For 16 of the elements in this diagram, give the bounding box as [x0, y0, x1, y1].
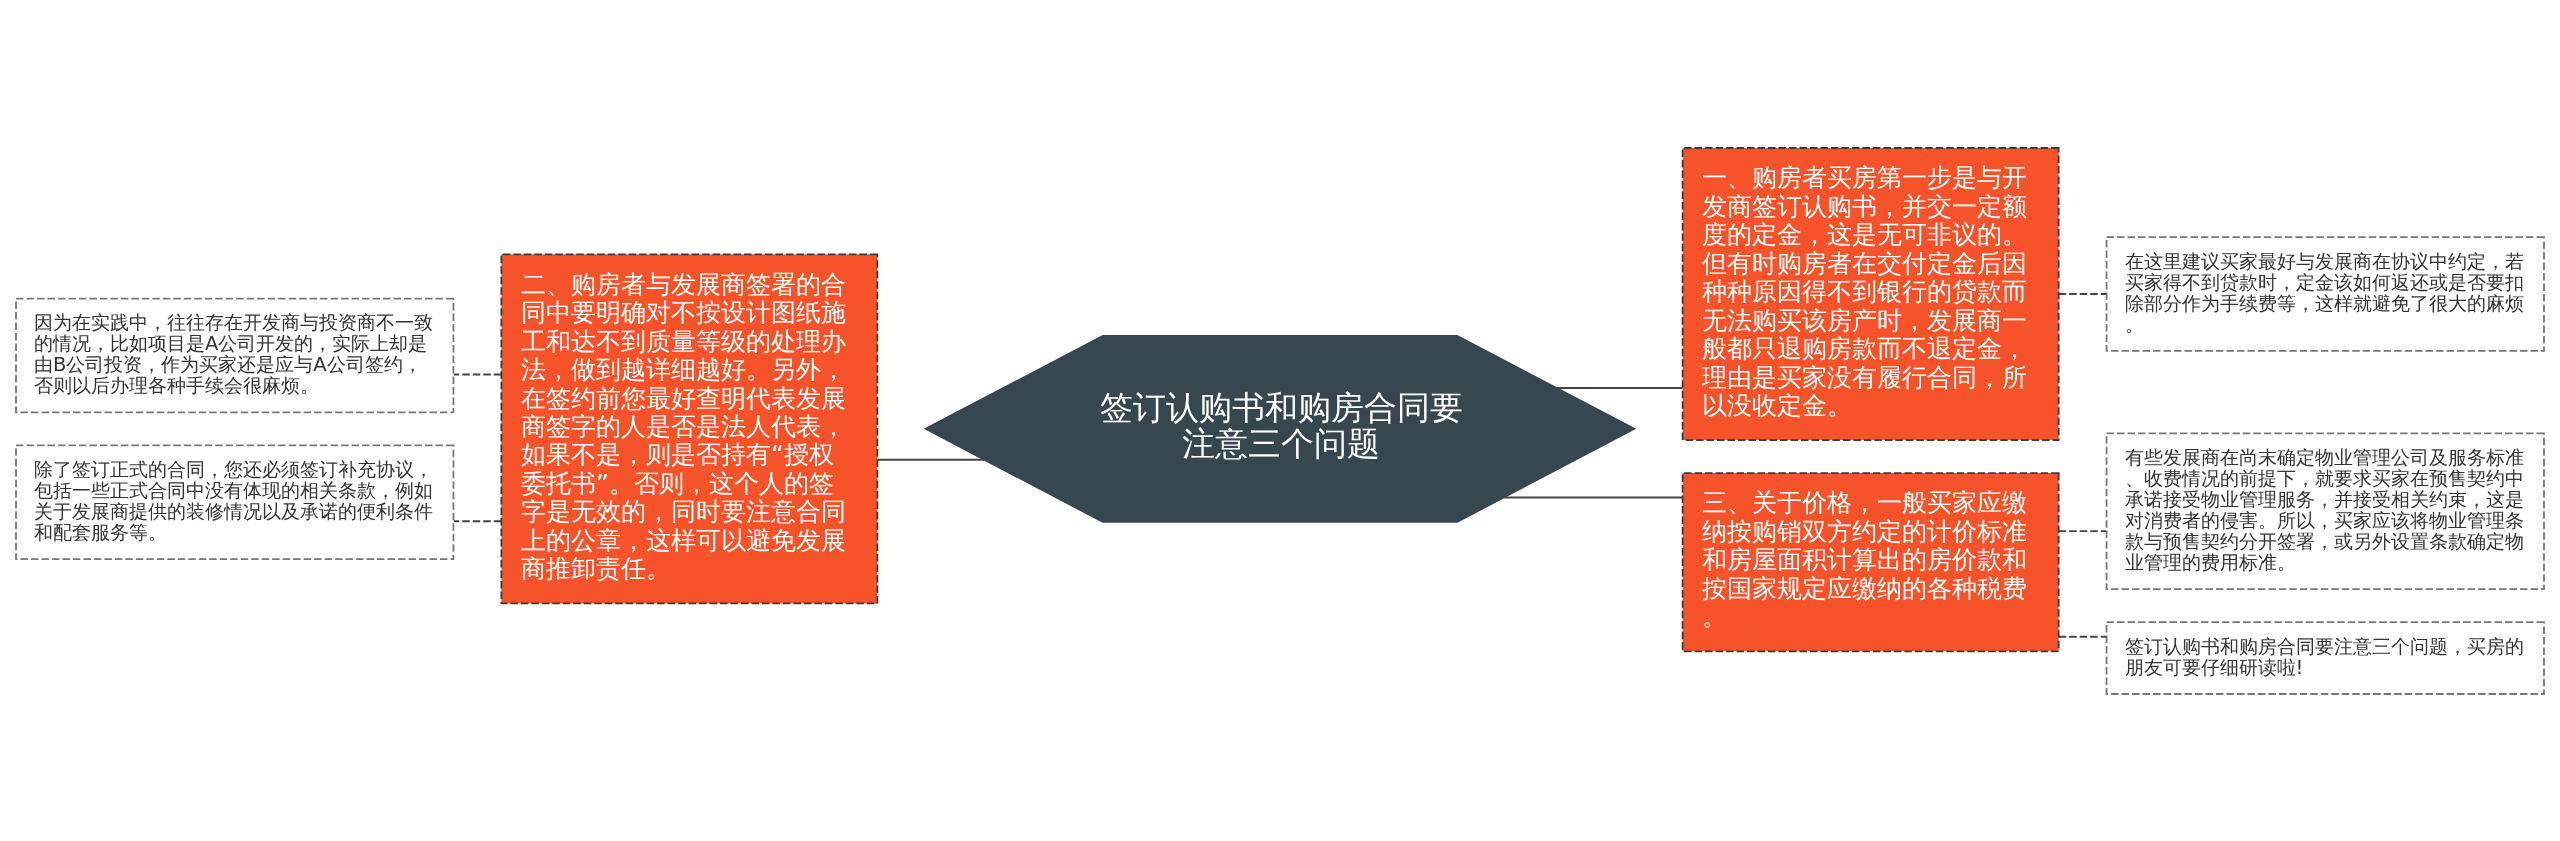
node-box: 三、关于价格，一般买家应缴纳按购销双方约定的计价标准和房屋面积计算出的房价款和按国家规定应缴纳的各种税费。 [1681, 471, 2060, 652]
connector [452, 372, 503, 375]
node-box: 除了签订正式的合同，您还必须签订补充协议，包括一些正式合同中没有体现的相关条款，例如关于发展商提供的装修情况以及承诺的便利条件和配套服务等。 [15, 443, 455, 560]
connector [2057, 292, 2108, 295]
connector [876, 458, 986, 461]
node-box: 有些发展商在尚末确定物业管理公司及服务标准、收费情况的前提下，就要求买家在预售契约中承诺接受物业管理服务，并接受相关约束，这是对消费者的侵害。所以，买家应该将物业管理条款与预售契约分开签署，或另外设置条款确定物业管理的费用标准。 [2105, 431, 2545, 590]
node-box: 一、购房者买房第一步是与开发商签订认购书，并交一定额度的定金，这是无可非议的。但有时购房者在交付定金后因种种原因得不到银行的贷款而无法购买该房产时，发展商一般都只退购房款而不退定金，理由是买家没有履行合同，所以没收定金。 [1681, 146, 2060, 441]
node-box: 签订认购书和购房合同要注意三个问题，买房的朋友可要仔细研读啦! [2105, 620, 2545, 695]
node-box: 因为在实践中，往往存在开发商与投资商不一致的情况，比如项目是A公司开发的，实际上却是由B公司投资，作为买家还是应与A公司签约，否则以后办理各种手续会很麻烦。 [15, 297, 455, 413]
connector [452, 519, 503, 522]
node-box: 二、购房者与发展商签署的合同中要明确对不按设计图纸施工和达不到质量等级的处理办法，做到越详细越好。另外，在签约前您最好查明代表发展商签字的人是否是法人代表，如果不是，则是否持有“授权委托书”。否则，这个人的签字是无效的，同时要注意合同上的公章，这样可以避免发展商推卸责任。 [500, 252, 879, 604]
connector [1503, 495, 1684, 498]
node-box: 在这里建议买家最好与发展商在协议中约定，若买家得不到贷款时，定金该如何返还或是否要扣除部分作为手续费等，这样就避免了很大的麻烦。 [2105, 235, 2545, 352]
connector [2057, 635, 2108, 638]
connector [2057, 529, 2108, 532]
connector [1555, 386, 1684, 389]
